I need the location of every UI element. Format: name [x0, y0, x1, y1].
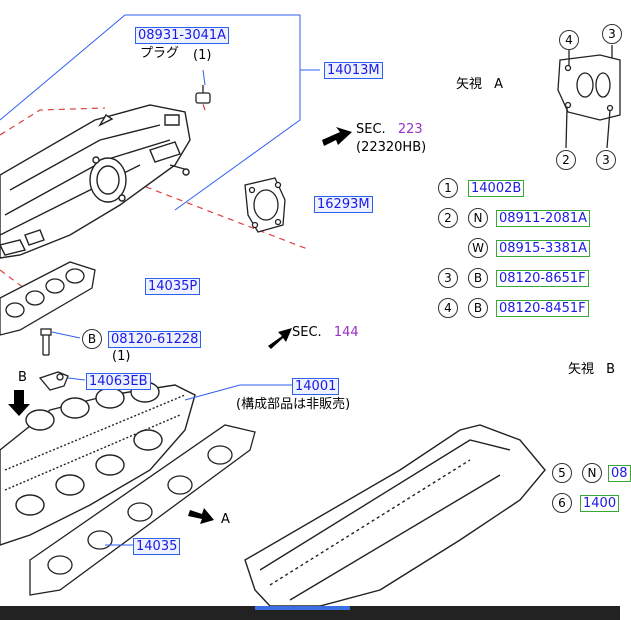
view-a-callout: 4 — [559, 30, 579, 50]
plug-quantity: (1) — [193, 48, 212, 63]
legend-letter: N — [468, 208, 488, 228]
letter-b-circle: B — [82, 329, 102, 349]
view-b-title-jp: 矢視 — [568, 362, 595, 377]
legend-part-link[interactable]: 1400 — [580, 495, 620, 512]
legend-num: 4 — [438, 298, 458, 318]
view-a-drawing — [557, 45, 621, 149]
intake-collector-upper — [0, 104, 191, 259]
legend-letter: N — [582, 463, 602, 483]
view-a-callout: 3 — [596, 150, 616, 170]
legend-num: 1 — [438, 178, 458, 198]
plug-part — [195, 69, 211, 104]
not-sold-note: (構成部品は非販売) — [236, 397, 351, 412]
part-14063EB[interactable]: 14063EB — [86, 373, 151, 390]
gasket-14035 — [29, 424, 256, 596]
bolt-part — [40, 328, 81, 356]
legend-part-link[interactable]: 08120-8451F — [496, 300, 589, 317]
scrollbar-thumb[interactable] — [255, 606, 350, 610]
legend-part-link[interactable]: 14002B — [468, 180, 525, 197]
legend-letter: W — [468, 238, 488, 258]
sec-223-subref: (22320HB) — [356, 140, 427, 155]
intake-manifold — [0, 381, 330, 546]
legend-num: 2 — [438, 208, 458, 228]
gasket-14035P — [0, 261, 96, 336]
sec-223-number: 223 — [397, 122, 423, 137]
bolt-quantity: (1) — [112, 349, 131, 364]
arrows — [8, 127, 352, 524]
part-14013M[interactable]: 14013M — [324, 62, 383, 79]
legend-part-link[interactable]: 08 — [608, 465, 631, 482]
leader-frame-lower — [174, 70, 301, 211]
legend-num: 6 — [552, 493, 572, 513]
bottom-scrollbar[interactable] — [0, 606, 620, 620]
legend-part-link[interactable]: 08915-3381A — [496, 240, 591, 257]
view-a-title: 矢視 A — [456, 77, 503, 92]
sec-144-text: SEC. — [292, 325, 322, 340]
view-b-title: 矢視 B — [568, 362, 615, 377]
part-16293M[interactable]: 16293M — [314, 196, 373, 213]
view-b-title-letter: B — [606, 362, 616, 377]
part-14035[interactable]: 14035 — [133, 538, 181, 555]
part-08120-61228[interactable]: 08120-61228 — [108, 331, 202, 348]
view-a-callout: 3 — [602, 24, 622, 44]
legend-letter: B — [468, 268, 488, 288]
gasket-16293M — [244, 177, 286, 233]
view-a-callout: 2 — [556, 150, 576, 170]
view-a-title-letter: A — [494, 77, 504, 92]
view-a-marker: A — [221, 512, 230, 527]
sec-223-label[interactable]: SEC. 223 — [356, 122, 423, 137]
view-a-title-jp: 矢視 — [456, 77, 483, 92]
view-b-marker: B — [18, 370, 27, 385]
plug-label: プラグ — [140, 46, 180, 61]
sec-223-text: SEC. — [356, 122, 386, 137]
leader-frame-14013M — [0, 14, 320, 121]
sec-144-number: 144 — [333, 325, 359, 340]
part-08931-3041A[interactable]: 08931-3041A — [135, 27, 230, 44]
legend-num: 3 — [438, 268, 458, 288]
part-14035P[interactable]: 14035P — [145, 278, 201, 295]
legend-letter: B — [468, 298, 488, 318]
sec-144-label[interactable]: SEC. 144 — [292, 325, 359, 340]
cylinder-head-outline — [244, 424, 546, 607]
legend-num: 5 — [552, 463, 572, 483]
legend-part-link[interactable]: 08120-8651F — [496, 270, 589, 287]
legend-part-link[interactable]: 08911-2081A — [496, 210, 591, 227]
part-14001[interactable]: 14001 — [292, 378, 340, 395]
bracket-part — [38, 371, 86, 391]
